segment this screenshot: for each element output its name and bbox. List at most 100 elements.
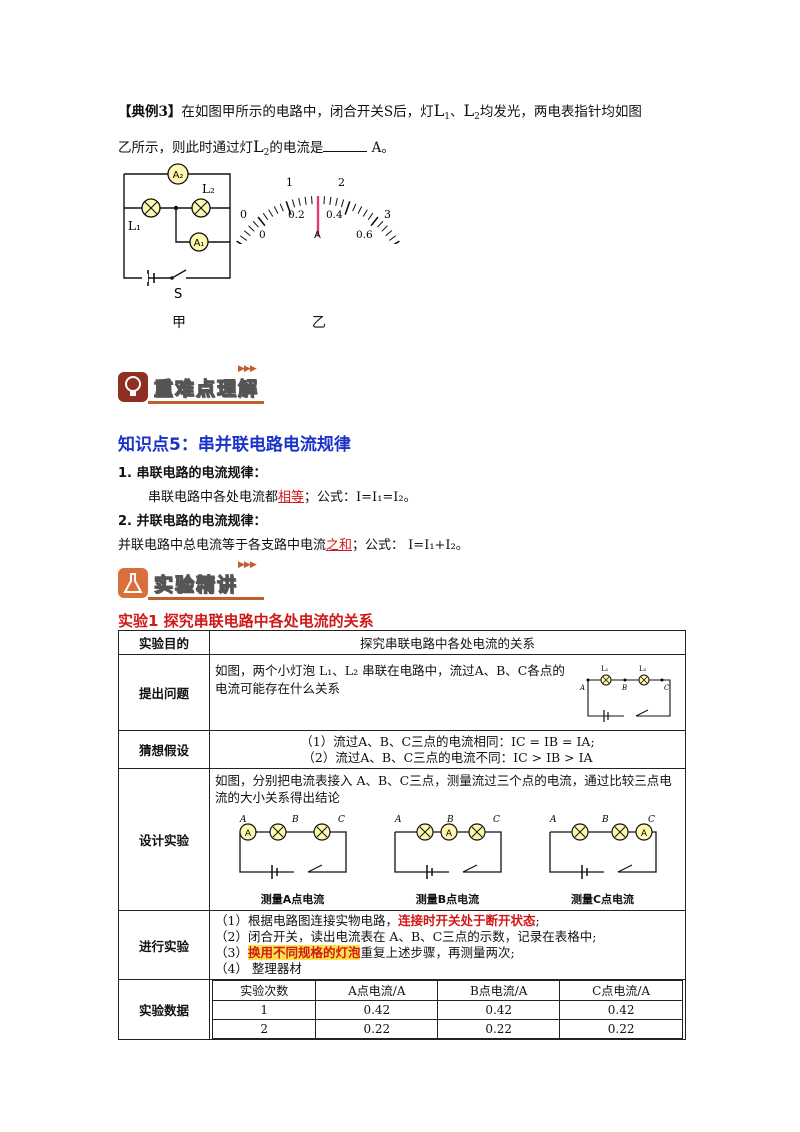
parallel-heading: 2. 并联电路的电流规律： (118, 514, 267, 529)
svg-text:0.6: 0.6 (356, 229, 373, 241)
svg-text:A: A (394, 815, 402, 825)
lamp-l1-icon (141, 198, 161, 218)
dial-tick (367, 212, 374, 221)
series-circuit-icon: A A B C (394, 815, 502, 879)
dial-tick (252, 220, 259, 228)
svg-text:B: B (446, 815, 454, 825)
lightbulb-icon (118, 372, 148, 402)
section-banner-key-points: 重难点理解 ▶▶▶ (118, 364, 278, 406)
experiment-title: 实验1 探究串联电路中各处电流的关系 (118, 612, 374, 630)
dial-tick (335, 197, 338, 206)
dial-unit: A (314, 230, 321, 241)
dial-tick (352, 203, 357, 212)
diagram-caption: 测量B点电流 (415, 893, 480, 906)
svg-text:C: C (648, 815, 655, 825)
dial-tick (285, 201, 292, 215)
svg-text:0.2: 0.2 (288, 209, 305, 221)
battery-icon (142, 270, 155, 286)
upper-scale: 0 1 2 3 (240, 176, 391, 221)
dial-tick (362, 209, 368, 217)
dial-tick (243, 230, 251, 237)
caption-yi: 乙 (312, 315, 326, 331)
l2-label: L₂ (202, 182, 215, 196)
dial-tick (257, 216, 266, 227)
row-data: 实验数据 实验次数 A点电流/A B点电流/A C点电流/A 1 0.42 0.… (118, 979, 686, 1040)
svg-text:B: B (291, 815, 299, 825)
switch-label: S (174, 287, 182, 300)
parallel-circuit-figure: A₂ A₁ L₁ L₂ S (123, 163, 231, 300)
example-label: 【典例3】 (118, 104, 182, 120)
design-diagrams: A A B C 测量A点电流 A A B C 测量B点电流 A A B C (215, 810, 680, 907)
a2-label: A₂ (173, 170, 184, 181)
dial-tick (279, 203, 284, 212)
a1-label: A₁ (194, 238, 205, 249)
dial-tick (370, 216, 379, 227)
row-hypothesis: 猜想假设 （1）流过A、B、C三点的电流相同：IC = IB = IA; （2）… (118, 730, 686, 769)
dial-tick (268, 209, 274, 217)
dial-tick (377, 220, 384, 228)
dial-tick (273, 206, 279, 214)
diagram-caption: 测量A点电流 (260, 893, 325, 906)
caption-jia: 甲 (172, 315, 186, 331)
arrows-icon: ▶▶▶ (238, 364, 257, 374)
series-rule: 串联电路中各处电流都相等；公式：I=I₁=I₂。 (148, 490, 417, 505)
diagram-measure-a: A A B C 测量A点电流 (234, 810, 352, 907)
answer-blank[interactable] (323, 137, 368, 152)
dial-tick (291, 199, 296, 208)
example-question: 【典例3】在如图甲所示的电路中，闭合开关S后，灯L1、L2均发光，两电表指针均如… (118, 96, 698, 168)
svg-text:B: B (601, 815, 609, 825)
dial-tick (389, 235, 397, 241)
svg-text:C: C (338, 815, 345, 825)
dial-tick (329, 196, 332, 205)
arrows-icon: ▶▶▶ (238, 560, 257, 570)
svg-text:C: C (664, 684, 670, 692)
dial-tick (262, 212, 269, 221)
lamp-l2-icon (191, 198, 211, 218)
row-procedure: 进行实验 （1）根据电路图连接实物电路，连接时开关处于断开状态; （2）闭合开关… (118, 910, 686, 980)
dial-tick (393, 240, 400, 244)
dial-tick (311, 196, 313, 205)
table-row: 1 0.42 0.42 0.42 (211, 1000, 683, 1020)
banner-title: 实验精讲 (153, 573, 239, 596)
series-heading: 1. 串联电路的电流规律： (118, 466, 267, 481)
dial-tick (239, 235, 247, 241)
dial-tick (304, 196, 307, 205)
dial-ticks (236, 196, 400, 244)
svg-text:0: 0 (259, 229, 266, 241)
dial-tick (298, 197, 301, 206)
table-row: 2 0.22 0.22 0.22 (211, 1019, 683, 1039)
svg-text:C: C (493, 815, 500, 825)
svg-text:1: 1 (286, 176, 293, 189)
row-design: 设计实验 如图，分别把电流表接入 A、B、C三点，测量流过三个点的电流，通过比较… (118, 768, 686, 911)
series-circuit-icon: A A B C (239, 815, 347, 879)
ammeter-a1-icon (189, 232, 209, 252)
svg-text:0: 0 (240, 208, 247, 221)
lower-scale: 0 0.2 0.4 0.6 (259, 209, 373, 241)
svg-text:2: 2 (338, 176, 345, 189)
dial-tick (344, 201, 351, 215)
svg-text:A: A (244, 829, 251, 839)
svg-text:A: A (579, 684, 585, 692)
dial-tick (236, 240, 243, 244)
flask-icon (118, 568, 148, 598)
dial-tick (340, 199, 345, 208)
ammeter-a2-icon (167, 163, 189, 185)
svg-text:L₂: L₂ (639, 665, 647, 673)
parallel-rule: 并联电路中总电流等于各支路中电流之和；公式： I=I₁+I₂。 (118, 538, 469, 553)
dial-tick (381, 225, 388, 232)
banner-title: 重难点理解 (153, 377, 260, 400)
diagram-measure-c: A A B C 测量C点电流 (544, 810, 662, 907)
svg-text:L₁: L₁ (601, 665, 609, 673)
dial-tick (357, 206, 363, 214)
diagram-measure-b: A A B C 测量B点电流 (389, 810, 507, 907)
dial-tick (385, 230, 393, 237)
question-line-1: 【典例3】在如图甲所示的电路中，闭合开关S后，灯L1、L2均发光，两电表指针均如… (118, 101, 642, 122)
svg-text:A: A (549, 815, 557, 825)
junction-dot (173, 205, 179, 211)
data-table: 实验次数 A点电流/A B点电流/A C点电流/A 1 0.42 0.42 0.… (211, 980, 683, 1039)
series-circuit-icon: A A B C (549, 815, 657, 879)
row-question: 提出问题 如图，两个小灯泡 L₁、L₂ 串联在电路中，流过A、B、C各点的电流可… (118, 654, 686, 731)
question-line-2: 乙所示，则此时通过灯L2的电流是 A。 (118, 137, 395, 158)
svg-text:A: A (239, 815, 247, 825)
